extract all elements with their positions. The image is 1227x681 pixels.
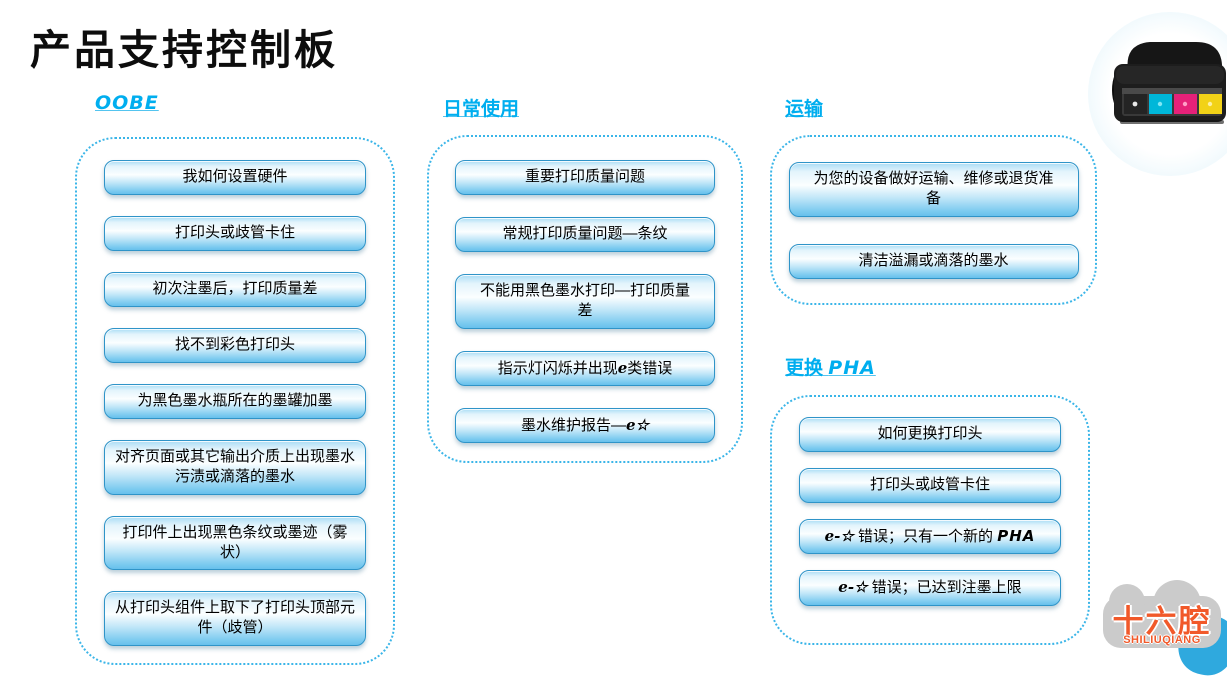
- group-heading-transport[interactable]: 运输: [785, 94, 823, 121]
- button-stack: 重要打印质量问题 常规打印质量问题—条纹 不能用黑色墨水打印—打印质量差 指示灯…: [429, 137, 741, 443]
- topic-button-clean-spilled-ink[interactable]: 清洁溢漏或滴落的墨水: [788, 243, 1079, 279]
- topic-button-streaks[interactable]: 常规打印质量问题—条纹: [455, 217, 715, 252]
- topic-button-printhead-stuck[interactable]: 打印头或歧管卡住: [104, 216, 366, 251]
- topic-button-first-fill-quality[interactable]: 初次注墨后，打印质量差: [104, 272, 366, 307]
- heading-label-en: PHA: [828, 357, 876, 379]
- group-replace-pha: 如何更换打印头 打印头或歧管卡住 e-☆ 错误；只有一个新的 PHA e-☆ 错…: [770, 395, 1090, 645]
- topic-button-black-streaks[interactable]: 打印件上出现黑色条纹或墨迹（雾状）: [104, 515, 366, 570]
- watermark-text-cn: 十六腔: [1112, 604, 1212, 639]
- topic-button-error-one-new-pha[interactable]: e-☆ 错误；只有一个新的 PHA: [799, 519, 1061, 555]
- button-stack: 我如何设置硬件 打印头或歧管卡住 初次注墨后，打印质量差 找不到彩色打印头 为黑…: [77, 139, 393, 646]
- watermark-text-en: SHILIUQIANG: [1123, 634, 1201, 646]
- group-heading-replace-pha[interactable]: 更换 PHA: [785, 353, 876, 380]
- group-oobe: 我如何设置硬件 打印头或歧管卡住 初次注墨后，打印质量差 找不到彩色打印头 为黑…: [75, 137, 395, 665]
- topic-button-refill-black-tank[interactable]: 为黑色墨水瓶所在的墨罐加墨: [104, 384, 366, 419]
- button-stack: 为您的设备做好运输、维修或退货准备 清洁溢漏或滴落的墨水: [772, 137, 1095, 279]
- group-heading-daily-use[interactable]: 日常使用: [443, 94, 519, 121]
- topic-button-major-print-quality[interactable]: 重要打印质量问题: [455, 160, 715, 195]
- topic-button-setup-hardware[interactable]: 我如何设置硬件: [104, 160, 366, 195]
- heading-label: 日常使用: [443, 99, 520, 120]
- group-daily-use: 重要打印质量问题 常规打印质量问题—条纹 不能用黑色墨水打印—打印质量差 指示灯…: [427, 135, 743, 463]
- printer-image: [1110, 38, 1227, 135]
- page-title: 产品支持控制板: [30, 27, 338, 73]
- topic-button-no-black-ink[interactable]: 不能用黑色墨水打印—打印质量差: [455, 274, 715, 329]
- watermark-cloud-shape: [1103, 580, 1221, 648]
- group-transport: 为您的设备做好运输、维修或退货准备 清洁溢漏或滴落的墨水: [770, 135, 1097, 305]
- heading-label: OOBE: [95, 92, 159, 114]
- topic-button-ink-smears[interactable]: 对齐页面或其它输出介质上出现墨水污渍或滴落的墨水: [104, 440, 366, 495]
- group-heading-oobe[interactable]: OOBE: [95, 92, 159, 115]
- topic-button-how-to-replace-printhead[interactable]: 如何更换打印头: [799, 417, 1061, 452]
- button-stack: 如何更换打印头 打印头或歧管卡住 e-☆ 错误；只有一个新的 PHA e-☆ 错…: [772, 397, 1088, 606]
- topic-button-manifold-removed[interactable]: 从打印头组件上取下了打印头顶部元件（歧管）: [104, 591, 366, 646]
- heading-label: 更换: [785, 358, 829, 379]
- watermark-logo: 十六腔 SHILIUQIANG: [1103, 580, 1227, 681]
- topic-button-blinking-lights-error[interactable]: 指示灯闪烁并出现e类错误: [455, 350, 715, 386]
- topic-button-color-printhead-missing[interactable]: 找不到彩色打印头: [104, 328, 366, 363]
- topic-button-printhead-stuck-2[interactable]: 打印头或歧管卡住: [799, 468, 1061, 503]
- topic-button-prepare-shipping[interactable]: 为您的设备做好运输、维修或退货准备: [788, 162, 1079, 217]
- topic-button-ink-maintenance-report[interactable]: 墨水维护报告—e☆: [455, 407, 715, 443]
- heading-label: 运输: [785, 99, 824, 120]
- topic-button-error-ink-fill-limit[interactable]: e-☆ 错误；已达到注墨上限: [799, 570, 1061, 606]
